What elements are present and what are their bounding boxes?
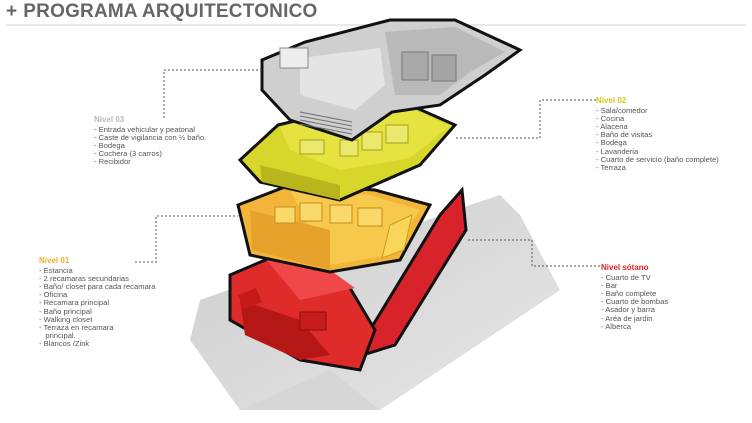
nivel-01-item: - 2 recamaras secundarias <box>39 274 129 284</box>
nivel-01-legend: Nivel 01 - Estancia - 2 recamaras secund… <box>39 256 156 348</box>
level-sotano-block <box>228 246 377 372</box>
leader-lines <box>135 69 600 267</box>
nivel-01-item: - Recamara principal <box>39 298 110 308</box>
nivel-03-item: - Cochera (3 carros) <box>94 149 162 159</box>
nivel-01-item: - Baño/ closet para cada recamara <box>39 282 156 292</box>
nivel-01-item: - Oficina <box>39 290 68 300</box>
nivel-02-item: - Cuarto de servicio (baño complete) <box>596 154 719 164</box>
level-03-block <box>260 18 523 142</box>
title-plus: + <box>6 1 18 22</box>
nivel-03-item: - Bodega <box>94 141 125 151</box>
stair-slats <box>299 111 353 135</box>
nivel-01-item: principal. <box>39 330 76 340</box>
nivel-02-item: - Cocina <box>596 114 625 124</box>
nivel-sotano-item: - Baño complete <box>601 289 657 299</box>
nivel-sotano-item: - Asador y barra <box>601 305 656 315</box>
nivel-sotano-item: - Cuarto de TV <box>601 273 651 283</box>
nivel-02-item: - Bodega <box>596 138 627 148</box>
nivel-02-item: - Lavanderia <box>596 146 639 156</box>
level-01-block <box>236 183 433 274</box>
nivel-01-heading: Nivel 01 <box>39 256 70 265</box>
nivel-01-item: - Estancia <box>39 266 73 276</box>
leader-sotano <box>466 239 600 267</box>
nivel-02-heading: Nivel 02 <box>596 96 627 105</box>
leader-nivel02 <box>455 99 596 139</box>
nivel-03-item: - Entrada vehicular y peatonal <box>94 125 195 135</box>
nivel-02-item: - Alacena <box>596 122 628 132</box>
nivel-01-item: - Baño principal <box>39 306 92 316</box>
nivel-sotano-item: - Cuarto de bombas <box>601 297 669 307</box>
nivel-sotano-item: - Alberca <box>601 321 631 331</box>
nivel-03-legend: Nivel 03 - Entrada vehicular y peatonal … <box>94 115 207 167</box>
title-text: PROGRAMA ARQUITECTONICO <box>23 1 318 22</box>
nivel-03-heading: Nivel 03 <box>94 115 125 124</box>
nivel-sotano-item: - Bar <box>601 281 618 291</box>
nivel-sotano-heading: Nivel sótano <box>601 263 649 272</box>
nivel-02-item: - Terraza <box>596 162 626 172</box>
nivel-03-item: - Caste de vigilancia con ½ baño. <box>94 133 207 143</box>
leader-nivel01 <box>135 215 238 263</box>
nivel-sotano-item: - Aréa de jardin <box>601 313 653 323</box>
nivel-01-item: - Walking closet <box>39 314 93 324</box>
nivel-03-item: - Recibidor <box>94 157 131 167</box>
nivel-sotano-legend: Nivel sótano - Cuarto de TV - Bar - Baño… <box>601 263 669 331</box>
terrain <box>190 195 560 410</box>
leader-nivel03 <box>163 69 262 118</box>
nivel-02-item: - Sala/comedor <box>596 106 648 116</box>
nivel-01-item: - Terraza en recamara <box>39 322 114 332</box>
nivel-02-legend: Nivel 02 - Sala/comedor - Cocina - Alace… <box>596 96 719 172</box>
nivel-01-item: - Blancos /Zink <box>39 338 90 348</box>
nivel-02-item: - Baño de visitas <box>596 130 653 140</box>
